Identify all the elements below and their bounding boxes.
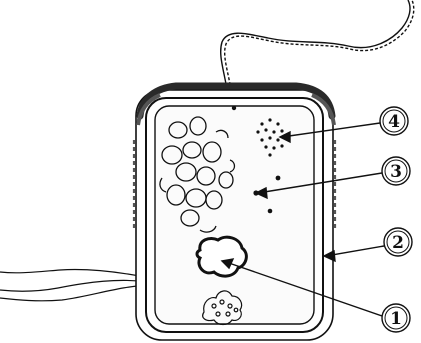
svg-text:3: 3 (390, 162, 402, 182)
flagellum-left (0, 269, 150, 300)
label-3: 3 (382, 157, 410, 185)
label-1: 1 (382, 304, 410, 332)
svg-text:1: 1 (390, 309, 402, 329)
top-granule (232, 106, 236, 110)
flagellum-top (221, 0, 414, 95)
svg-text:2: 2 (392, 233, 404, 253)
svg-text:4: 4 (388, 112, 400, 132)
label-4: 4 (380, 107, 408, 135)
label-2: 2 (384, 228, 412, 256)
